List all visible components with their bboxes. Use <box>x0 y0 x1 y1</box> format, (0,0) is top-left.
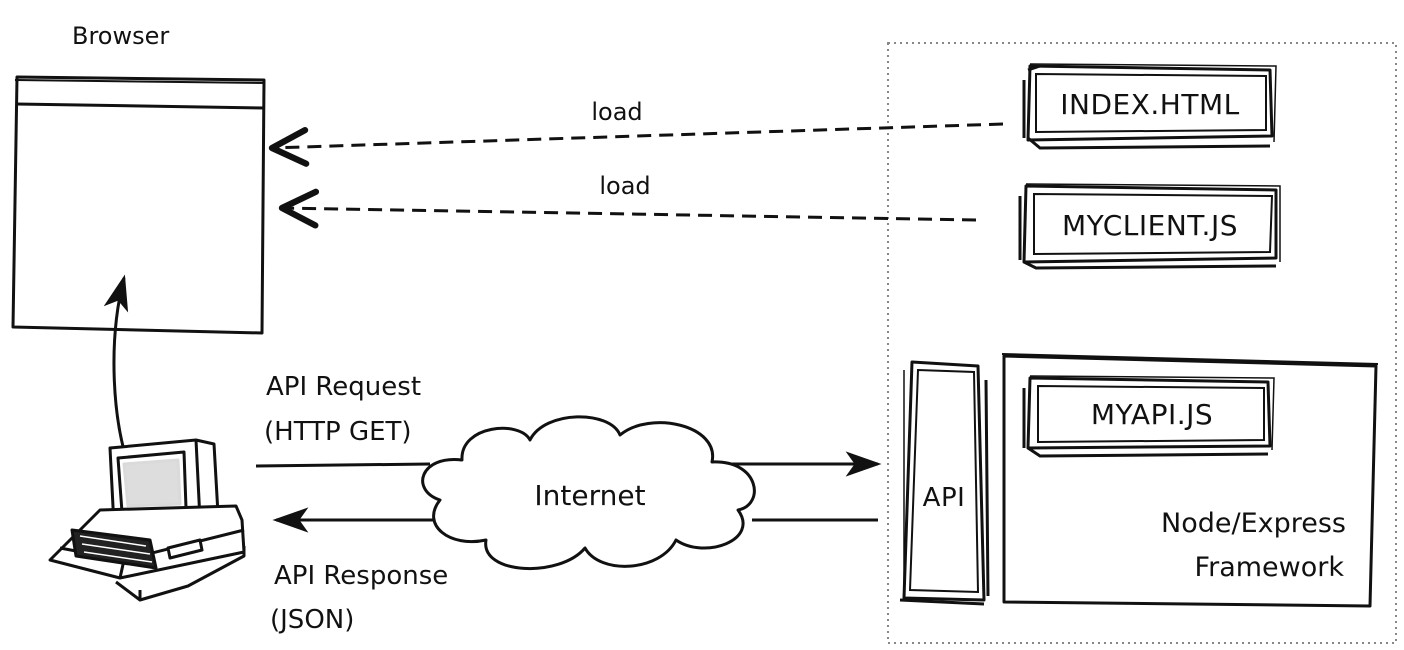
api-response-line2: (JSON) <box>270 605 354 635</box>
framework-line2: Framework <box>1195 552 1345 583</box>
load-client-label: load <box>599 172 650 200</box>
load-index-arrow <box>268 122 1004 167</box>
index-html-box <box>1022 63 1277 150</box>
load-client-arrow <box>278 188 977 229</box>
myclient-js-box <box>1018 183 1281 270</box>
myapi-js-label: MYAPI.JS <box>1091 398 1213 431</box>
load-index-label: load <box>591 98 642 126</box>
myapi-js-box <box>1022 375 1275 458</box>
myclient-js-label: MYCLIENT.JS <box>1062 209 1238 242</box>
api-box <box>899 360 990 606</box>
framework-line1: Node/Express <box>1161 508 1346 539</box>
api-response-line1: API Response <box>274 561 448 591</box>
internet-cloud <box>421 415 756 571</box>
computer-icon <box>48 438 246 602</box>
api-label: API <box>923 483 966 513</box>
api-request-line2: (HTTP GET) <box>264 417 412 447</box>
server-container <box>887 42 1397 644</box>
api-request-line1: API Request <box>266 372 421 402</box>
computer-to-browser-arrow <box>103 274 132 471</box>
index-html-label: INDEX.HTML <box>1060 88 1239 121</box>
browser-title: Browser <box>72 22 169 50</box>
internet-label: Internet <box>534 479 645 512</box>
browser-window <box>11 75 266 335</box>
